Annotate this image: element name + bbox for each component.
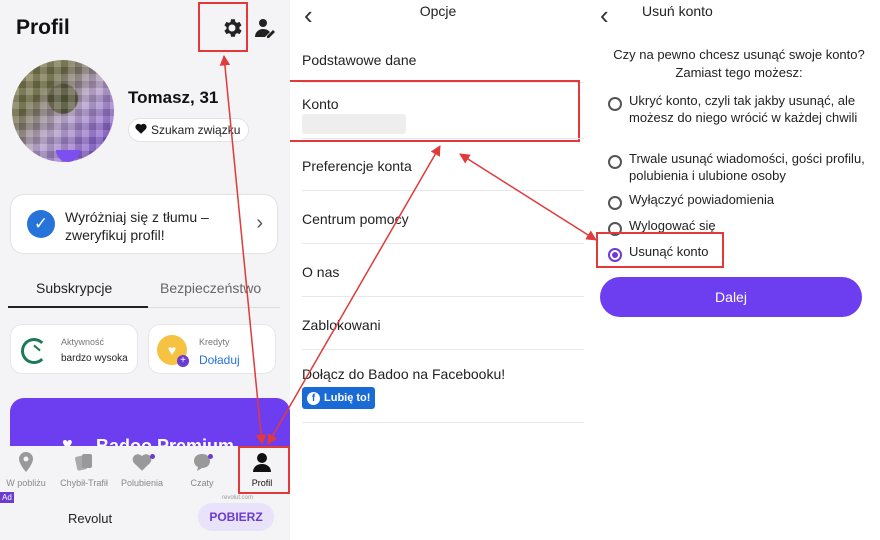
chat-icon (176, 452, 228, 472)
facebook-icon: f (307, 391, 320, 405)
notification-dot (150, 454, 155, 459)
heart-icon: ♥ (62, 434, 73, 454)
active-tab-indicator (8, 306, 148, 308)
verify-profile-text: Wyróżniaj się z tłumu – zweryfikuj profi… (65, 209, 209, 243)
facebook-join-text: Dołącz do Badoo na Facebooku! (302, 366, 506, 382)
radio-button-selected[interactable] (608, 248, 622, 262)
account-highlight-box (290, 80, 580, 142)
radio-button[interactable] (608, 97, 622, 111)
back-arrow-icon[interactable]: ‹ (304, 0, 313, 30)
profile-screen: Profil Tomasz, 31 Szukam związku ✓ Wyróż… (0, 0, 290, 540)
page-title: Opcje (419, 3, 457, 19)
profile-edit-icon[interactable] (253, 16, 277, 40)
plus-icon: + (177, 355, 189, 367)
ad-advertiser: Revolut (68, 511, 113, 526)
radio-label: Usunąć konto (629, 244, 709, 259)
profile-progress-indicator (56, 150, 80, 162)
nav-label: Czaty (190, 478, 214, 488)
tab-subscriptions[interactable]: Subskrypcje (36, 280, 113, 296)
ad-download-button[interactable]: POBIERZ (198, 503, 274, 531)
activity-label: Aktywność (61, 337, 105, 347)
option-blocked[interactable]: Zablokowani (302, 317, 381, 333)
notification-dot (208, 454, 213, 459)
page-title: Profil (16, 16, 70, 39)
credits-card[interactable]: ♥ + Kredyty Doładuj (148, 324, 276, 374)
checkmark-icon: ✓ (27, 210, 55, 238)
top-up-link[interactable]: Doładuj (199, 353, 240, 367)
option-account-preferences[interactable]: Preferencje konta (302, 158, 412, 174)
ad-domain: revolut.com (222, 495, 254, 501)
divider (302, 422, 584, 423)
bottom-nav: W pobliżu Chybił-Trafił Polubienia Czaty (0, 446, 290, 496)
nav-label: Profil (251, 478, 273, 488)
ad-badge: Ad (0, 492, 14, 503)
user-name: Tomasz, 31 (128, 88, 219, 107)
option-delete-data[interactable]: Trwale usunąć wiadomości, gości profilu,… (608, 150, 870, 184)
radio-label: Wyłączyć powiadomienia (629, 192, 775, 207)
seeking-tag[interactable]: Szukam związku (128, 118, 250, 142)
avatar[interactable] (12, 60, 114, 162)
nav-label: Polubienia (120, 478, 164, 488)
radio-button[interactable] (608, 155, 622, 169)
seeking-tag-label: Szukam związku (151, 123, 241, 137)
option-help-center[interactable]: Centrum pomocy (302, 211, 409, 227)
options-screen: ‹ Opcje Podstawowe dane Konto Preferencj… (290, 0, 586, 540)
option-delete-account[interactable]: Usunąć konto (608, 243, 870, 262)
back-arrow-icon[interactable]: ‹ (600, 0, 609, 30)
chevron-right-icon: › (256, 212, 263, 234)
radio-label: Trwale usunąć wiadomości, gości profilu,… (629, 151, 865, 183)
activity-card[interactable]: Aktywność bardzo wysoka (10, 324, 138, 374)
option-hide-account[interactable]: Ukryć konto, czyli tak jakby usunąć, ale… (608, 92, 870, 126)
facebook-like-label: Lubię to! (324, 392, 371, 404)
page-title: Usuń konto (642, 3, 713, 19)
next-button[interactable]: Dalej (600, 277, 862, 317)
location-pin-icon (0, 452, 52, 472)
nav-label: W pobliżu (6, 478, 46, 488)
delete-account-screen: ‹ Usuń konto Czy na pewno chcesz usunąć … (586, 0, 880, 540)
option-account[interactable]: Konto (302, 96, 339, 112)
radio-label: Ukryć konto, czyli tak jakby usunąć, ale… (629, 93, 858, 125)
gauge-icon (21, 338, 47, 364)
heart-icon (116, 452, 168, 472)
option-about[interactable]: O nas (302, 264, 340, 280)
settings-gear-icon[interactable] (220, 16, 244, 40)
person-icon (236, 452, 288, 472)
cards-icon (58, 452, 110, 472)
divider (302, 138, 584, 139)
divider (302, 243, 584, 244)
verify-profile-card[interactable]: ✓ Wyróżniaj się z tłumu – zweryfikuj pro… (10, 194, 278, 254)
activity-value: bardzo wysoka (61, 353, 128, 364)
divider (302, 82, 584, 83)
delete-option-highlight-box (596, 232, 724, 268)
divider (302, 349, 584, 350)
radio-label: Wylogować się (629, 218, 716, 233)
settings-highlight-box (198, 2, 248, 52)
nav-label: Chybił-Trafił (60, 478, 108, 488)
facebook-like-button[interactable]: f Lubię to! (302, 387, 376, 409)
nav-chats[interactable]: Czaty (176, 452, 228, 488)
heart-icon (135, 123, 147, 137)
divider (302, 296, 584, 297)
divider (302, 190, 584, 191)
nav-hit-or-miss[interactable]: Chybił-Trafił (58, 452, 110, 488)
radio-button[interactable] (608, 196, 622, 210)
tab-security[interactable]: Bezpieczeństwo (160, 280, 262, 296)
profile-nav-highlight-box (238, 446, 290, 494)
nav-nearby[interactable]: W pobliżu (0, 452, 52, 488)
nav-profile[interactable]: Profil (236, 452, 288, 488)
option-disable-notifications[interactable]: Wyłączyć powiadomienia (608, 191, 870, 210)
account-email-redacted (302, 114, 406, 134)
delete-question: Czy na pewno chcesz usunąć swoje konto? … (613, 47, 865, 80)
nav-likes[interactable]: Polubienia (116, 452, 168, 488)
option-basic-info[interactable]: Podstawowe dane (302, 52, 417, 68)
credits-label: Kredyty (199, 337, 230, 347)
